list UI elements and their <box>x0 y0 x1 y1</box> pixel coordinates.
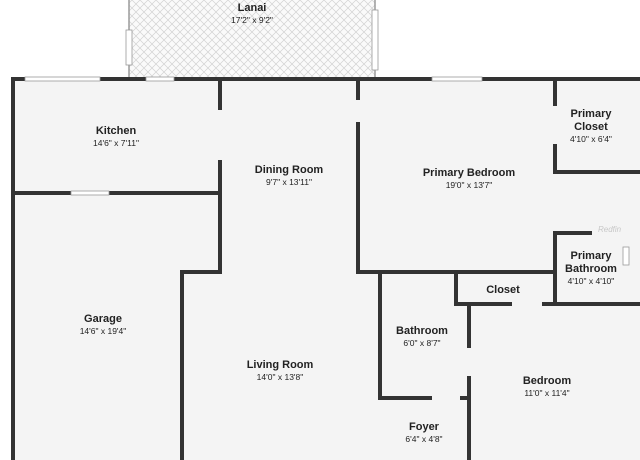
room-name: Kitchen <box>95 125 137 137</box>
room-dimensions: 11'0" x 11'4" <box>524 388 570 398</box>
room-dimensions: 6'0" x 8'7" <box>403 338 441 348</box>
room-name: Closet <box>574 121 608 133</box>
room-bathroom: Bathroom 6'0" x 8'7" <box>396 325 448 349</box>
room-garage: Garage 14'6" x 19'4" <box>80 313 127 337</box>
room-living-room: Living Room 14'0" x 13'8" <box>247 359 314 383</box>
watermark: Redfin <box>598 225 622 234</box>
room-dimensions: 19'0" x 13'7" <box>445 180 493 190</box>
room-name: Foyer <box>409 421 439 433</box>
room-name: Bathroom <box>396 325 448 337</box>
room-name: Lanai <box>237 2 267 14</box>
room-kitchen: Kitchen 14'6" x 7'11" <box>93 125 139 149</box>
exterior-walls <box>11 77 640 460</box>
room-bedroom: Bedroom 11'0" x 11'4" <box>523 375 571 399</box>
room-foyer: Foyer 6'4" x 4'8" <box>405 421 442 445</box>
lanai-floor <box>129 0 375 79</box>
room-dining-room: Dining Room 9'7" x 13'11" <box>255 164 323 188</box>
room-name: Garage <box>84 313 122 325</box>
room-dimensions: 9'7" x 13'11" <box>266 177 312 187</box>
room-name: Primary <box>570 250 612 262</box>
room-name: Primary Bedroom <box>422 167 516 179</box>
room-primary-bathroom: Primary Bathroom 4'10" x 4'10" <box>565 250 617 287</box>
room-primary-closet: Primary Closet 4'10" x 6'4" <box>570 108 612 145</box>
room-dimensions: 14'6" x 7'11" <box>93 138 139 148</box>
lanai-side-windows <box>125 9 379 71</box>
room-name: Bedroom <box>522 375 572 387</box>
room-lanai: Lanai 17'2" x 9'2" <box>231 2 273 26</box>
room-name: Bathroom <box>565 263 617 275</box>
room-dimensions: 17'2" x 9'2" <box>231 15 273 25</box>
room-primary-bedroom: Primary Bedroom 19'0" x 13'7" <box>423 167 515 191</box>
room-name: Living Room <box>246 359 314 371</box>
room-dimensions: 4'10" x 6'4" <box>570 134 612 144</box>
room-dimensions: 4'10" x 4'10" <box>567 276 615 286</box>
room-dimensions: 6'4" x 4'8" <box>405 434 443 444</box>
room-name: Closet <box>486 284 520 296</box>
house-floor <box>13 79 640 460</box>
interior-walls <box>11 79 640 460</box>
room-closet: Closet <box>486 284 520 297</box>
room-name: Primary <box>570 108 612 120</box>
room-dimensions: 14'6" x 19'4" <box>79 326 127 336</box>
room-name: Dining Room <box>254 164 324 176</box>
windows <box>24 76 630 266</box>
room-dimensions: 14'0" x 13'8" <box>256 372 304 382</box>
